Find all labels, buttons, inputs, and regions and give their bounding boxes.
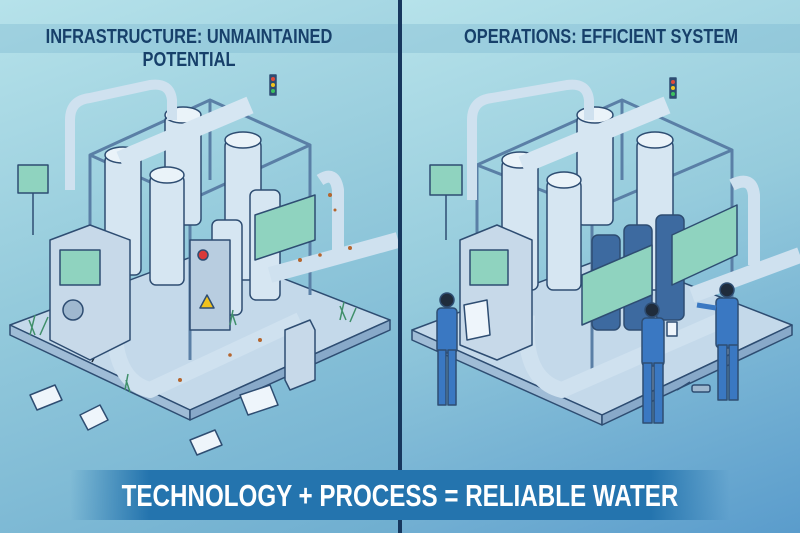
left-title-band xyxy=(0,24,398,53)
left-panel-title: INFRASTRUCTURE: UNMAINTAINED POTENTIAL xyxy=(45,26,333,71)
utility-box xyxy=(284,319,316,391)
efficient-treatment-unit-illustration xyxy=(411,77,800,426)
right-panel-title: OPERATIONS: EFFICIENT SYSTEM xyxy=(464,26,738,48)
technician-adjusting-valve xyxy=(696,282,739,401)
warning-icon xyxy=(199,294,215,309)
tagline-text: TECHNOLOGY + PROCESS = RELIABLE WATER xyxy=(121,478,679,513)
monitor-screen xyxy=(429,164,463,240)
dashboard-screen xyxy=(254,194,316,261)
right-title-band xyxy=(402,24,800,53)
control-cabinet xyxy=(49,224,131,361)
red-stop-button xyxy=(197,249,209,261)
warning-panel xyxy=(189,239,231,331)
dashboard-panel-right xyxy=(671,204,738,286)
dashboard-panel-left xyxy=(581,244,653,326)
tools-on-floor xyxy=(676,381,711,393)
top-pipe xyxy=(116,96,254,169)
technician-with-tablet xyxy=(641,302,678,424)
tagline-banner xyxy=(70,470,730,520)
panel-divider xyxy=(398,0,402,533)
monitor-screen xyxy=(17,164,49,235)
neglected-treatment-unit-illustration xyxy=(9,74,398,456)
status-light-tower xyxy=(669,77,677,99)
top-pipe xyxy=(518,96,671,174)
scattered-papers xyxy=(29,384,279,456)
left-panel: INFRASTRUCTURE: UNMAINTAINED POTENTIAL xyxy=(0,0,398,533)
status-light-tower xyxy=(269,74,277,96)
right-panel: OPERATIONS: EFFICIENT SYSTEM xyxy=(402,0,800,533)
technician-with-clipboard xyxy=(436,292,491,406)
weeds xyxy=(28,301,357,393)
